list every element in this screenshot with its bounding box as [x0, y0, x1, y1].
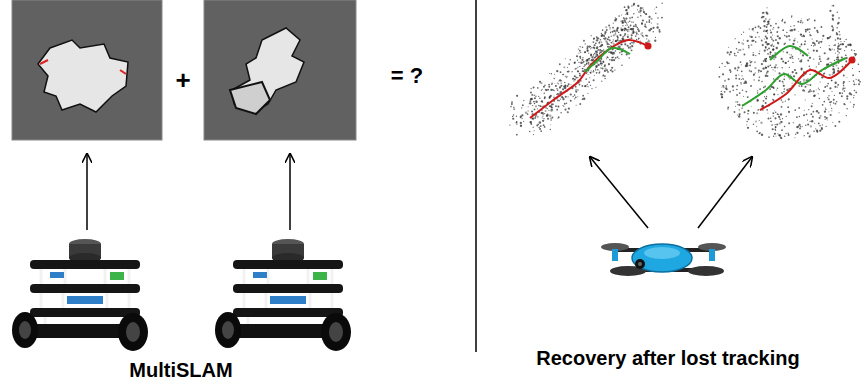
- operator-symbol: +: [175, 66, 190, 95]
- section-caption: Recovery after lost tracking: [536, 347, 799, 369]
- result-symbol: = ?: [391, 64, 423, 88]
- section-caption: MultiSLAM: [129, 359, 232, 381]
